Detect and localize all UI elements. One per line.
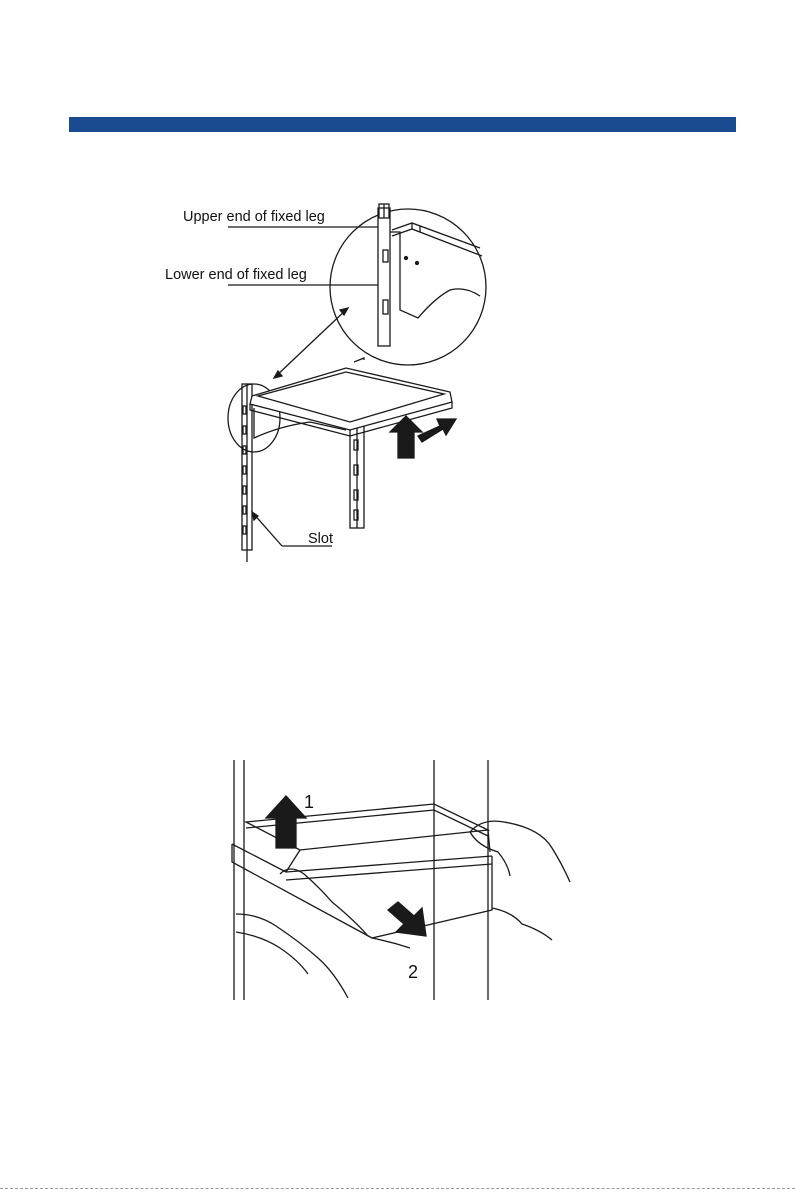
shelf-installation-figure: Upper end of fixed leg Lower end of fixe… <box>150 190 490 575</box>
right-hand <box>470 821 570 940</box>
shelf <box>250 368 452 438</box>
up-arrow-icon <box>266 796 306 848</box>
down-right-arrow-icon <box>388 902 426 936</box>
upper-end-label: Upper end of fixed leg <box>183 209 325 225</box>
slot-label: Slot <box>308 531 333 547</box>
left-hand <box>236 869 410 998</box>
step-1-label: 1 <box>304 792 314 812</box>
bottom-rule <box>0 1188 795 1189</box>
cabinet-walls <box>234 760 488 1000</box>
right-arrow-icon <box>418 419 456 442</box>
double-headed-arrow-icon <box>274 308 348 378</box>
up-arrow-icon <box>390 416 422 458</box>
drawer <box>232 804 492 938</box>
drawer-removal-figure: 1 2 <box>222 752 582 1012</box>
section-header-bar <box>69 117 736 132</box>
lower-end-label: Lower end of fixed leg <box>165 267 307 283</box>
step-2-label: 2 <box>408 962 418 982</box>
